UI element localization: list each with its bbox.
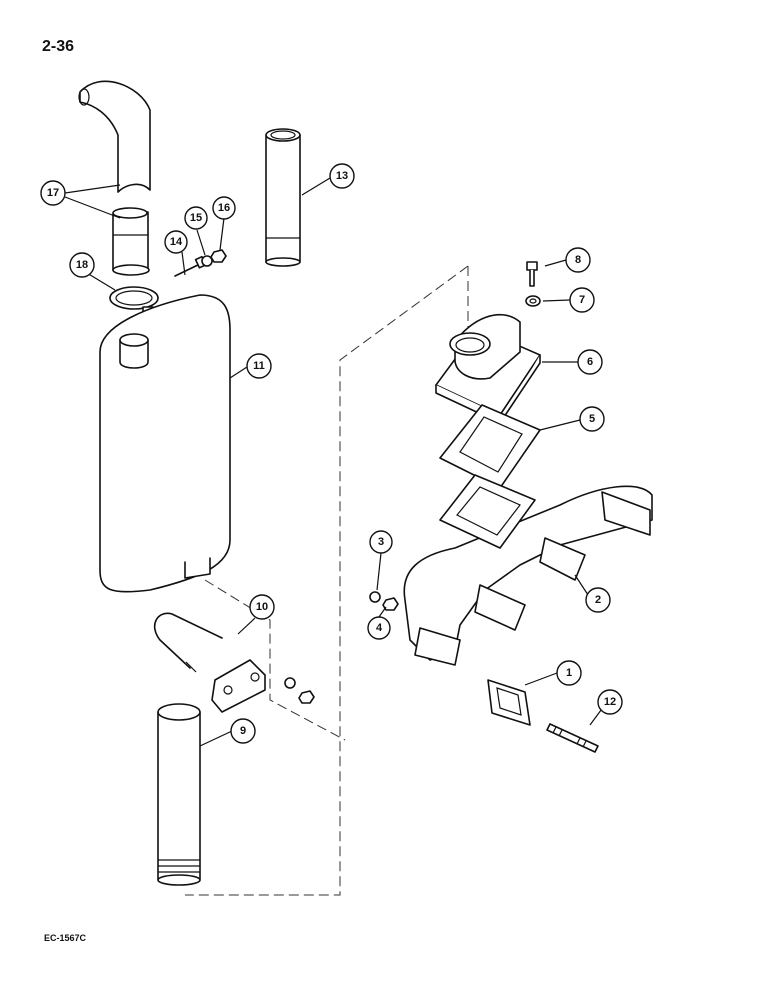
callout-5-label: 5 <box>589 413 595 425</box>
saddle-clamp <box>211 659 266 713</box>
callout-12-label: 12 <box>604 696 616 708</box>
page-number: 2-36 <box>42 38 75 55</box>
callout-5: 5 <box>579 406 605 432</box>
callout-10-label: 10 <box>256 601 268 613</box>
bolt-8 <box>526 261 538 287</box>
callout-16: 16 <box>212 196 236 220</box>
callout-8: 8 <box>565 247 591 273</box>
callout-10: 10 <box>249 594 275 620</box>
stud <box>546 723 599 753</box>
callout-3: 3 <box>369 530 393 554</box>
nut-4 <box>382 597 399 611</box>
callout-12: 12 <box>597 689 623 715</box>
callout-14: 14 <box>164 230 188 254</box>
callout-6: 6 <box>577 349 603 375</box>
exhaust-manifold <box>403 474 653 666</box>
callout-18-label: 18 <box>76 259 88 271</box>
extension-pipe <box>265 128 301 267</box>
callout-17-label: 17 <box>47 187 59 199</box>
callout-9-label: 9 <box>240 725 246 737</box>
u-bolt-nuts <box>284 677 315 704</box>
callout-2: 2 <box>585 587 611 613</box>
exhaust-stack-upper <box>78 80 151 193</box>
u-bolt <box>154 612 223 673</box>
callout-15: 15 <box>184 206 208 230</box>
lock-washer-3 <box>369 591 381 603</box>
lock-washer-15 <box>201 255 213 267</box>
callout-16-label: 16 <box>218 202 230 214</box>
callout-11: 11 <box>246 353 272 379</box>
callout-3-label: 3 <box>378 536 384 548</box>
callout-7-label: 7 <box>579 294 585 306</box>
callout-6-label: 6 <box>587 356 593 368</box>
nut-16 <box>210 249 227 263</box>
callout-9: 9 <box>230 718 256 744</box>
callout-1-label: 1 <box>566 667 572 679</box>
muffler <box>99 294 231 593</box>
callout-11-label: 11 <box>253 360 265 372</box>
callout-8-label: 8 <box>575 254 581 266</box>
lower-exhaust-pipe <box>157 703 201 886</box>
manifold-gasket <box>487 679 531 726</box>
elbow-outlet <box>435 313 541 424</box>
outlet-gasket <box>439 404 541 489</box>
callout-2-label: 2 <box>595 594 601 606</box>
callout-18: 18 <box>69 252 95 278</box>
callout-4-label: 4 <box>376 622 383 634</box>
callout-14-label: 14 <box>170 236 183 248</box>
callout-1: 1 <box>556 660 582 686</box>
callout-13-label: 13 <box>336 170 348 182</box>
exhaust-stack-lower <box>112 207 150 276</box>
figure-code: EC-1567C <box>44 933 87 943</box>
callout-15-label: 15 <box>190 212 202 224</box>
callout-17: 17 <box>40 180 66 206</box>
callout-4: 4 <box>367 616 391 640</box>
callout-13: 13 <box>329 163 355 189</box>
callout-7: 7 <box>569 287 595 313</box>
lock-washer-7 <box>525 295 541 307</box>
clamp-bolt <box>174 255 207 277</box>
